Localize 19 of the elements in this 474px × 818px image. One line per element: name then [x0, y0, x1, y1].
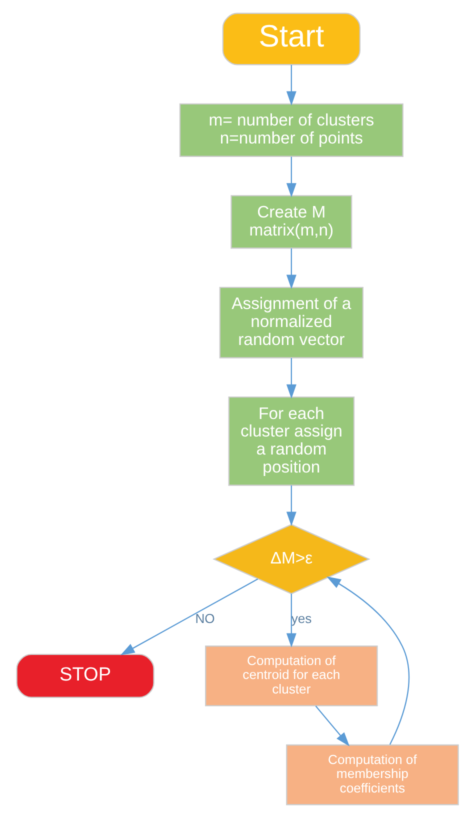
node-box: For each cluster assign a random position	[228, 396, 354, 486]
arrow	[286, 156, 296, 198]
node-box: m= number of clusters n=number of points	[178, 103, 403, 157]
node-diamond: ΔM>ε	[212, 524, 370, 594]
arrow	[286, 248, 296, 290]
node-box: Create M matrix(m,n)	[230, 195, 352, 249]
node-box: Computation of centroid for each cluster	[204, 646, 378, 706]
arrow	[286, 64, 296, 106]
node-box: Assignment of a normalized random vector	[218, 286, 363, 358]
edge-label: NO	[194, 611, 214, 626]
node-box: Computation of membership coefficients	[286, 744, 458, 806]
arrow	[286, 485, 296, 526]
arrow	[286, 358, 296, 399]
arrow	[326, 576, 410, 745]
arrow	[286, 594, 296, 648]
arrow	[314, 706, 350, 746]
arrow	[120, 578, 258, 656]
node-box: Start	[222, 12, 360, 66]
node-box: STOP	[16, 654, 154, 698]
